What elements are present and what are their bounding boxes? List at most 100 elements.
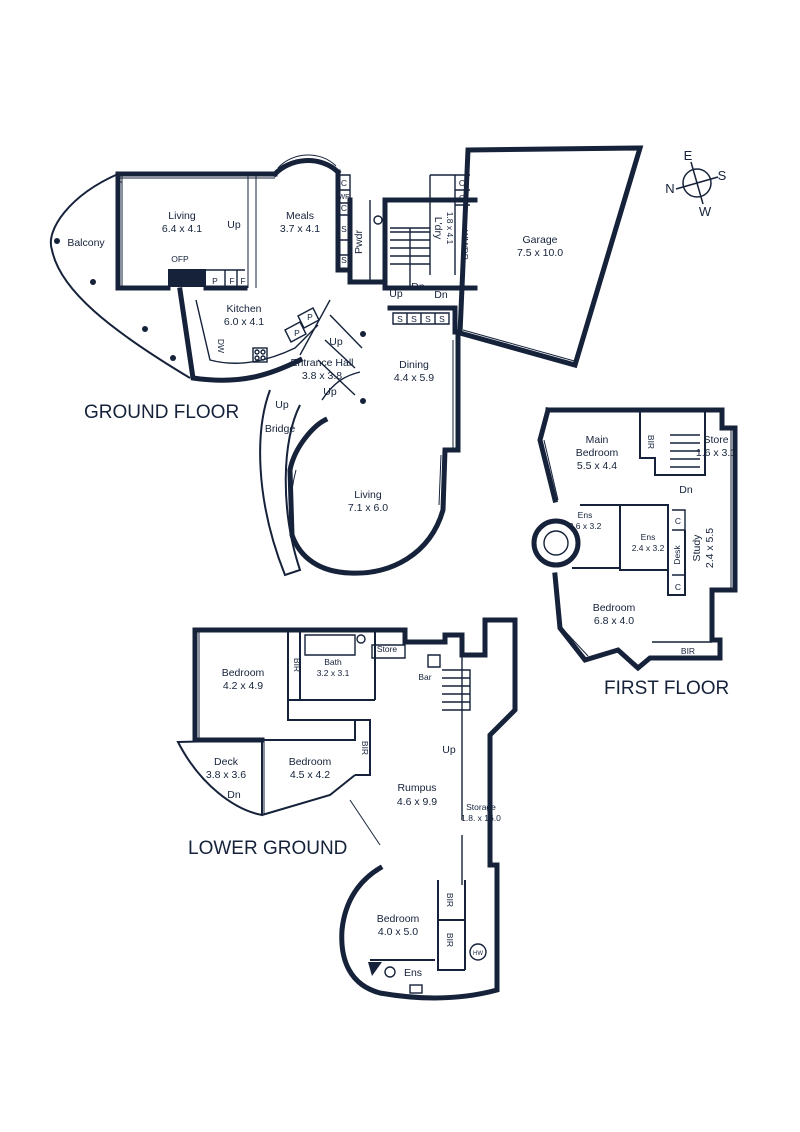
svg-text:Ens: Ens: [578, 510, 593, 520]
svg-text:3.7 x 4.1: 3.7 x 4.1: [280, 223, 320, 235]
svg-text:F: F: [229, 276, 234, 286]
svg-text:S: S: [341, 255, 347, 265]
svg-text:Storage: Storage: [466, 802, 496, 812]
svg-text:5.5 x 4.4: 5.5 x 4.4: [577, 460, 617, 472]
svg-text:C: C: [459, 178, 465, 188]
svg-text:6.0 x 4.1: 6.0 x 4.1: [224, 316, 264, 328]
svg-text:Up: Up: [329, 336, 343, 348]
svg-text:3.8 x 3.6: 3.8 x 3.6: [206, 769, 246, 781]
svg-text:Dn: Dn: [411, 281, 425, 293]
svg-text:Up: Up: [275, 399, 289, 411]
svg-text:S: S: [341, 224, 347, 234]
bridge-outline: [259, 389, 302, 577]
svg-text:HW: HW: [473, 951, 483, 957]
svg-text:Dn: Dn: [227, 789, 241, 801]
svg-text:4.2 x 4.9: 4.2 x 4.9: [223, 680, 263, 692]
svg-text:7.1 x 6.0: 7.1 x 6.0: [348, 502, 388, 514]
svg-text:BIR: BIR: [681, 646, 695, 656]
svg-text:4.6 x 9.9: 4.6 x 9.9: [397, 796, 437, 808]
svg-text:Bedroom: Bedroom: [576, 447, 619, 459]
bathtub-icon: [304, 634, 356, 656]
compass-icon: E N S W: [665, 148, 726, 219]
svg-text:Living: Living: [354, 489, 382, 501]
svg-text:F: F: [240, 276, 245, 286]
svg-text:Bedroom: Bedroom: [593, 602, 636, 614]
cooktop-icon: [252, 347, 268, 363]
room-dims: 6.4 x 4.1: [162, 223, 202, 235]
svg-text:S: S: [425, 314, 431, 324]
svg-text:Rumpus: Rumpus: [397, 782, 436, 794]
compass-e: E: [684, 148, 693, 163]
svg-text:S: S: [411, 314, 417, 324]
svg-text:Balcony: Balcony: [67, 237, 105, 249]
ofp-label: OFP: [171, 254, 189, 264]
svg-text:S: S: [397, 314, 403, 324]
svg-text:BIR: BIR: [292, 658, 302, 672]
svg-text:WF: WF: [339, 194, 350, 201]
svg-text:Garage: Garage: [522, 234, 557, 246]
lower-ground-title: LOWER GROUND: [188, 838, 347, 859]
svg-text:Dn: Dn: [679, 484, 693, 496]
svg-text:Up: Up: [389, 288, 403, 300]
svg-text:Bedroom: Bedroom: [289, 756, 332, 768]
svg-text:3.6 x 3.2: 3.6 x 3.2: [569, 521, 602, 531]
first-floor-title: FIRST FLOOR: [604, 678, 729, 699]
svg-text:P: P: [307, 312, 313, 322]
fireplace-icon: [168, 269, 206, 287]
svg-text:Store: Store: [703, 434, 728, 446]
svg-text:P: P: [294, 328, 300, 338]
svg-text:4.0 x 5.0: 4.0 x 5.0: [378, 926, 418, 938]
svg-text:3.8 x 3.8: 3.8 x 3.8: [302, 370, 342, 382]
svg-text:1.8. x 16.0: 1.8. x 16.0: [461, 813, 501, 823]
lower-ground-plan: HW Bedroom 4.2 x 4.9 BIR Bath 3.2 x 3.1 …: [176, 617, 518, 1001]
svg-text:C: C: [341, 203, 347, 213]
svg-text:4.5 x 4.2: 4.5 x 4.2: [290, 769, 330, 781]
first-floor-plan: C C Desk BIR BIR Main Bedroom 5.5 x 4.4 …: [531, 406, 738, 699]
svg-text:Bridge: Bridge: [265, 423, 296, 435]
svg-text:Ens: Ens: [404, 967, 422, 979]
svg-text:4.4 x 5.9: 4.4 x 5.9: [394, 372, 434, 384]
svg-text:C: C: [675, 582, 681, 592]
compass-s: S: [718, 168, 727, 183]
svg-text:Desk: Desk: [672, 545, 682, 565]
svg-text:BIR: BIR: [646, 435, 656, 449]
svg-text:Study: Study: [691, 534, 703, 562]
svg-text:BIR: BIR: [445, 893, 455, 907]
svg-text:Dining: Dining: [399, 359, 429, 371]
compass-n: N: [665, 181, 674, 196]
svg-text:BIR: BIR: [360, 741, 370, 755]
svg-text:Bar: Bar: [418, 672, 431, 682]
svg-text:Kitchen: Kitchen: [226, 303, 261, 315]
svg-text:Bedroom: Bedroom: [222, 667, 265, 679]
svg-text:Meals: Meals: [286, 210, 314, 222]
svg-text:C: C: [675, 516, 681, 526]
svg-text:2.4 x 3.2: 2.4 x 3.2: [632, 543, 665, 553]
room-name: Living: [168, 210, 196, 222]
svg-text:Store: Store: [377, 644, 398, 654]
ground-floor-title: GROUND FLOOR: [84, 402, 239, 423]
svg-text:Main: Main: [586, 434, 609, 446]
svg-text:BIR: BIR: [445, 933, 455, 947]
deck-outline: [176, 738, 263, 817]
svg-text:6.8 x 4.0: 6.8 x 4.0: [594, 615, 634, 627]
svg-text:Up: Up: [323, 386, 337, 398]
svg-text:C: C: [341, 178, 347, 188]
svg-text:Bedroom: Bedroom: [377, 913, 420, 925]
svg-text:Ens: Ens: [641, 532, 656, 542]
garage-outline: [457, 145, 644, 369]
svg-text:L'dry: L'dry: [432, 217, 444, 240]
svg-text:1.8 x 4.1: 1.8 x 4.1: [445, 212, 455, 245]
svg-text:Bath: Bath: [324, 657, 342, 667]
svg-text:Up: Up: [442, 744, 456, 756]
svg-text:Deck: Deck: [214, 756, 239, 768]
svg-text:2.4 x 5.5: 2.4 x 5.5: [704, 528, 716, 568]
compass-w: W: [699, 204, 712, 219]
svg-text:DW: DW: [216, 339, 226, 353]
svg-text:7.5 x 10.0: 7.5 x 10.0: [517, 247, 563, 259]
svg-text:P: P: [212, 276, 218, 286]
svg-text:Dn: Dn: [434, 289, 448, 301]
svg-text:3.2 x 3.1: 3.2 x 3.1: [317, 668, 350, 678]
svg-text:Up: Up: [227, 219, 241, 231]
svg-text:Pwdr: Pwdr: [353, 230, 365, 254]
